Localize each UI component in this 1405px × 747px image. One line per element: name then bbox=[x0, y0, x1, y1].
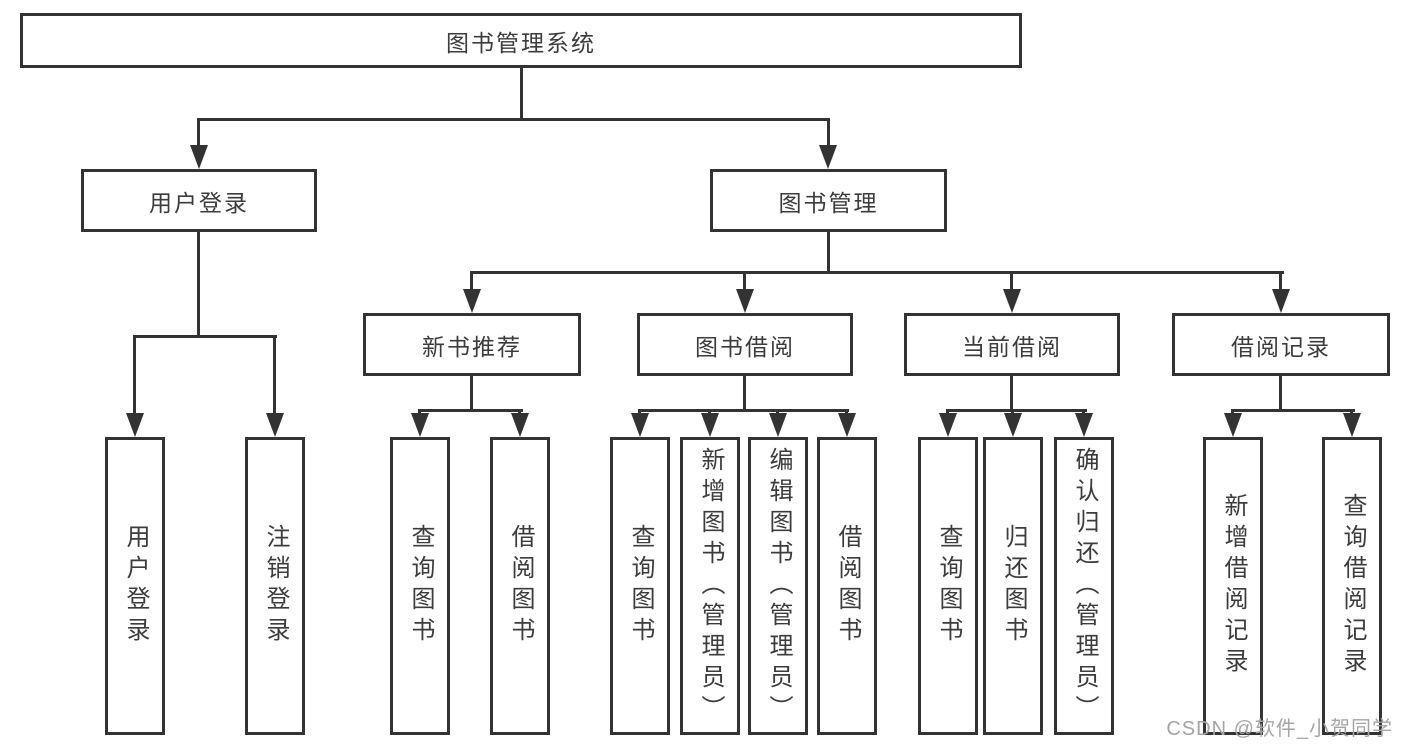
connector-line bbox=[1231, 409, 1355, 412]
connector-line bbox=[827, 232, 830, 273]
connector-line bbox=[133, 335, 277, 338]
node-leaf-user-login-label: 用户登录 bbox=[122, 524, 149, 648]
node-leaf-query-books-current: 查询图书 bbox=[918, 437, 978, 735]
arrowhead-down-icon bbox=[411, 413, 429, 437]
node-borrowing-records: 借阅记录 bbox=[1172, 313, 1390, 376]
arrowhead-down-icon bbox=[1003, 289, 1021, 313]
connector-line bbox=[1010, 375, 1013, 412]
connector-line bbox=[1010, 271, 1013, 293]
node-system-root-label: 图书管理系统 bbox=[446, 29, 596, 56]
node-leaf-query-borrow-record-label: 查询借阅记录 bbox=[1339, 493, 1366, 679]
node-leaf-add-book-admin: 新增图书（管理员） bbox=[680, 437, 740, 735]
node-leaf-add-borrow-record-label: 新增借阅记录 bbox=[1220, 493, 1247, 679]
arrowhead-down-icon bbox=[631, 413, 649, 437]
connector-line bbox=[470, 271, 1284, 274]
connector-line bbox=[743, 375, 746, 412]
arrowhead-down-icon bbox=[266, 413, 284, 437]
connector-line bbox=[520, 68, 523, 121]
arrowhead-down-icon bbox=[736, 289, 754, 313]
connector-line bbox=[470, 375, 473, 412]
connector-line bbox=[470, 271, 473, 293]
node-leaf-borrow-books-borrowing: 借阅图书 bbox=[817, 437, 877, 735]
node-leaf-confirm-return-admin-label: 确认归还（管理员） bbox=[1071, 446, 1098, 726]
node-current-borrowing: 当前借阅 bbox=[904, 313, 1120, 376]
node-leaf-query-books-borrowing: 查询图书 bbox=[610, 437, 670, 735]
arrowhead-down-icon bbox=[1343, 413, 1361, 437]
arrowhead-down-icon bbox=[1075, 413, 1093, 437]
connector-line bbox=[827, 118, 830, 148]
node-new-book-recommend: 新书推荐 bbox=[363, 313, 581, 376]
node-book-management: 图书管理 bbox=[710, 169, 947, 232]
node-leaf-edit-book-admin-label: 编辑图书（管理员） bbox=[765, 446, 792, 726]
node-leaf-return-books: 归还图书 bbox=[983, 437, 1043, 735]
node-user-login: 用户登录 bbox=[81, 169, 317, 232]
node-leaf-confirm-return-admin: 确认归还（管理员） bbox=[1054, 437, 1114, 735]
node-leaf-add-borrow-record: 新增借阅记录 bbox=[1203, 437, 1263, 735]
node-leaf-query-books-borrowing-label: 查询图书 bbox=[627, 524, 654, 648]
node-leaf-borrow-books-recommend: 借阅图书 bbox=[490, 437, 550, 735]
arrowhead-down-icon bbox=[838, 413, 856, 437]
node-borrowing-records-label: 借阅记录 bbox=[1231, 333, 1331, 360]
node-system-root: 图书管理系统 bbox=[20, 13, 1022, 68]
node-leaf-add-book-admin-label: 新增图书（管理员） bbox=[697, 446, 724, 726]
node-book-management-label: 图书管理 bbox=[778, 189, 879, 216]
arrowhead-down-icon bbox=[511, 413, 529, 437]
arrowhead-down-icon bbox=[1224, 413, 1242, 437]
connector-line bbox=[273, 335, 276, 417]
node-user-login-label: 用户登录 bbox=[149, 189, 249, 216]
csdn-watermark: CSDN @软件_小贺同学 bbox=[1166, 718, 1393, 740]
connector-line bbox=[133, 335, 136, 417]
node-leaf-query-books-recommend: 查询图书 bbox=[390, 437, 450, 735]
node-leaf-edit-book-admin: 编辑图书（管理员） bbox=[748, 437, 808, 735]
connector-line bbox=[946, 409, 1087, 412]
arrowhead-down-icon bbox=[1004, 413, 1022, 437]
connector-line bbox=[197, 232, 200, 338]
connector-line bbox=[638, 409, 849, 412]
node-leaf-borrow-books-recommend-label: 借阅图书 bbox=[507, 524, 534, 648]
arrowhead-down-icon bbox=[126, 413, 144, 437]
connector-line bbox=[197, 118, 200, 148]
node-leaf-logout-label: 注销登录 bbox=[262, 524, 289, 648]
connector-line bbox=[743, 271, 746, 293]
node-leaf-user-login: 用户登录 bbox=[105, 437, 165, 735]
arrowhead-down-icon bbox=[701, 413, 719, 437]
arrowhead-down-icon bbox=[939, 413, 957, 437]
connector-line bbox=[418, 409, 523, 412]
node-book-borrowing: 图书借阅 bbox=[637, 313, 853, 376]
node-leaf-query-books-recommend-label: 查询图书 bbox=[407, 524, 434, 648]
connector-line bbox=[1279, 271, 1282, 293]
node-leaf-borrow-books-borrowing-label: 借阅图书 bbox=[834, 524, 861, 648]
node-new-book-recommend-label: 新书推荐 bbox=[422, 333, 522, 360]
connector-line bbox=[1279, 375, 1282, 412]
arrowhead-down-icon bbox=[463, 289, 481, 313]
arrowhead-down-icon bbox=[190, 145, 208, 169]
arrowhead-down-icon bbox=[819, 145, 837, 169]
arrowhead-down-icon bbox=[1272, 289, 1290, 313]
node-leaf-logout: 注销登录 bbox=[245, 437, 305, 735]
arrowhead-down-icon bbox=[769, 413, 787, 437]
node-book-borrowing-label: 图书借阅 bbox=[695, 333, 795, 360]
connector-line bbox=[197, 118, 830, 121]
node-leaf-query-borrow-record: 查询借阅记录 bbox=[1322, 437, 1382, 735]
node-current-borrowing-label: 当前借阅 bbox=[962, 333, 1062, 360]
node-leaf-query-books-current-label: 查询图书 bbox=[935, 524, 962, 648]
node-leaf-return-books-label: 归还图书 bbox=[1000, 524, 1027, 648]
